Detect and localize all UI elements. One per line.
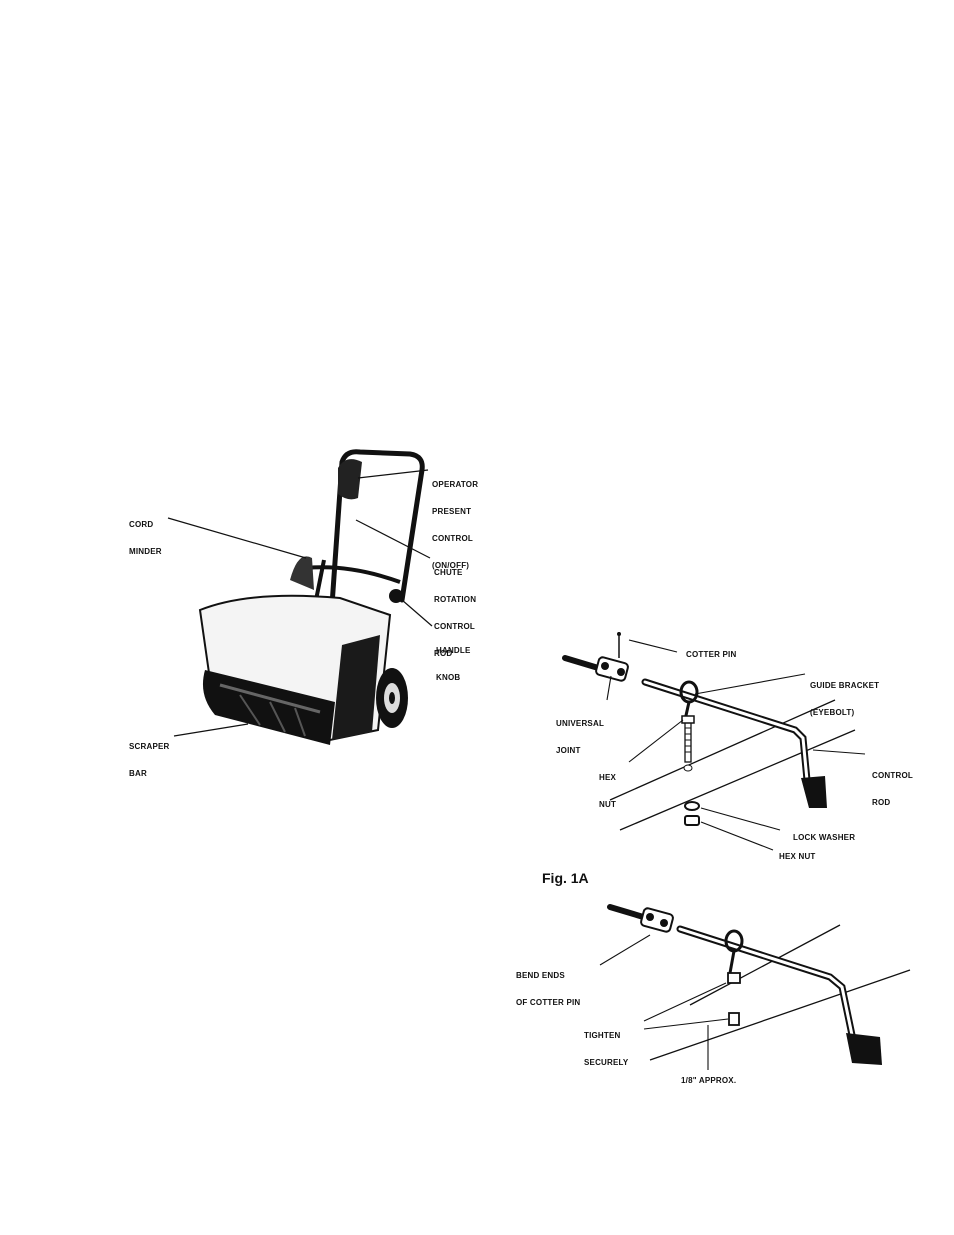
label-hex-nut-top: HEX NUT [599,773,617,809]
label-handle-knob: HANDLE KNOB [436,646,471,682]
label-control-rod: CONTROL ROD [872,771,913,807]
label-operator-present-control: OPERATOR PRESENT CONTROL (ON/OFF) [432,480,479,570]
fig1b-drawing [599,904,911,1070]
label-cord-minder: CORD MINDER [129,520,162,556]
label-hex-nut-bottom: HEX NUT [779,852,816,861]
label-approx: 1/8" APPROX. [681,1076,737,1085]
label-tighten-securely: TIGHTEN SECURELY [584,1031,629,1067]
fig1a-caption: Fig. 1A [542,870,589,886]
snowthrower-drawing [167,449,433,745]
fig1a-drawing [562,632,866,851]
label-guide-bracket: GUIDE BRACKET (EYEBOLT) [810,681,880,717]
label-bend-ends-of-cotter-pin: BEND ENDS OF COTTER PIN [516,971,581,1007]
label-cotter-pin: COTTER PIN [686,650,737,659]
fig1a-illustration [555,630,915,880]
snowthrower-illustration [110,440,490,760]
label-chute-rotation-control-rod: CHUTE ROTATION CONTROL ROD [434,568,477,658]
label-lock-washer: LOCK WASHER [793,833,856,842]
label-scraper-bar: SCRAPER BAR [129,742,170,778]
fig1b-illustration [590,895,920,1085]
label-universal-joint: UNIVERSAL JOINT [556,719,605,755]
